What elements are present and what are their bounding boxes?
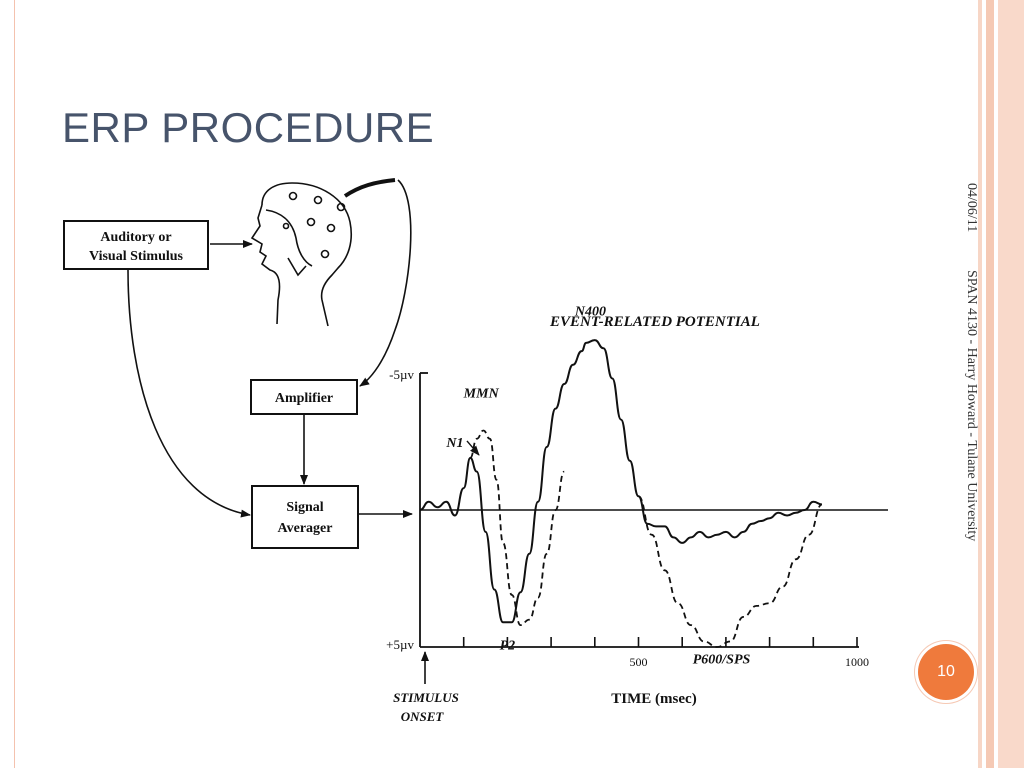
component-label-p600-sps: P600/SPS	[693, 652, 751, 667]
amplifier-label: Amplifier	[275, 391, 333, 406]
x-axis-label: TIME (msec)	[611, 691, 696, 707]
averager-line-2: Averager	[278, 521, 333, 536]
erp-series-solid-0	[419, 339, 823, 624]
slide-frame-right-stripes	[978, 0, 1024, 768]
head-to-amplifier-arrow	[359, 179, 412, 387]
amplifier-box: Amplifier	[250, 379, 358, 415]
y-tick-label: -5µv	[389, 367, 414, 382]
stimulus-box: Auditory or Visual Stimulus	[63, 220, 209, 270]
signal-averager-box: Signal Averager	[251, 485, 359, 549]
chart-title: EVENT-RELATED POTENTIAL	[549, 314, 760, 330]
erp-series-dashed-2	[637, 495, 823, 648]
stimulus-to-averager-arrow	[127, 269, 251, 518]
n1-pointer-arrow	[466, 440, 480, 456]
flow-connectors	[127, 179, 413, 518]
component-label-mmn: MMN	[463, 387, 500, 402]
eeg-cap-head-icon	[250, 178, 396, 327]
stimulus-box-line-1: Auditory or	[100, 230, 171, 245]
page-number-badge: 10	[918, 644, 974, 700]
onset-label-line-1: STIMULUS	[393, 690, 459, 705]
averager-line-1: Signal	[286, 500, 323, 515]
onset-label-line-2: ONSET	[401, 709, 445, 724]
slide-footer: SPAN 4130 - Harry Howard - Tulane Univer…	[964, 270, 979, 542]
slide-title: ERP PROCEDURE	[62, 104, 435, 151]
slide-frame-left-line	[14, 0, 15, 768]
component-label-n400: N400	[574, 304, 606, 319]
stimulus-box-line-2: Visual Stimulus	[89, 249, 184, 264]
x-tick-label: 500	[630, 655, 648, 669]
slide-date: 04/06/11	[964, 183, 979, 233]
erp-series-dashed-1	[469, 429, 566, 627]
y-tick-label: +5µv	[386, 637, 414, 652]
component-label-n1: N1	[445, 436, 463, 451]
erp-chart: EVENT-RELATED POTENTIAL TIME (msec) STIM…	[386, 304, 888, 724]
x-tick-label: 1000	[845, 655, 869, 669]
component-label-p2: P2	[500, 639, 516, 654]
